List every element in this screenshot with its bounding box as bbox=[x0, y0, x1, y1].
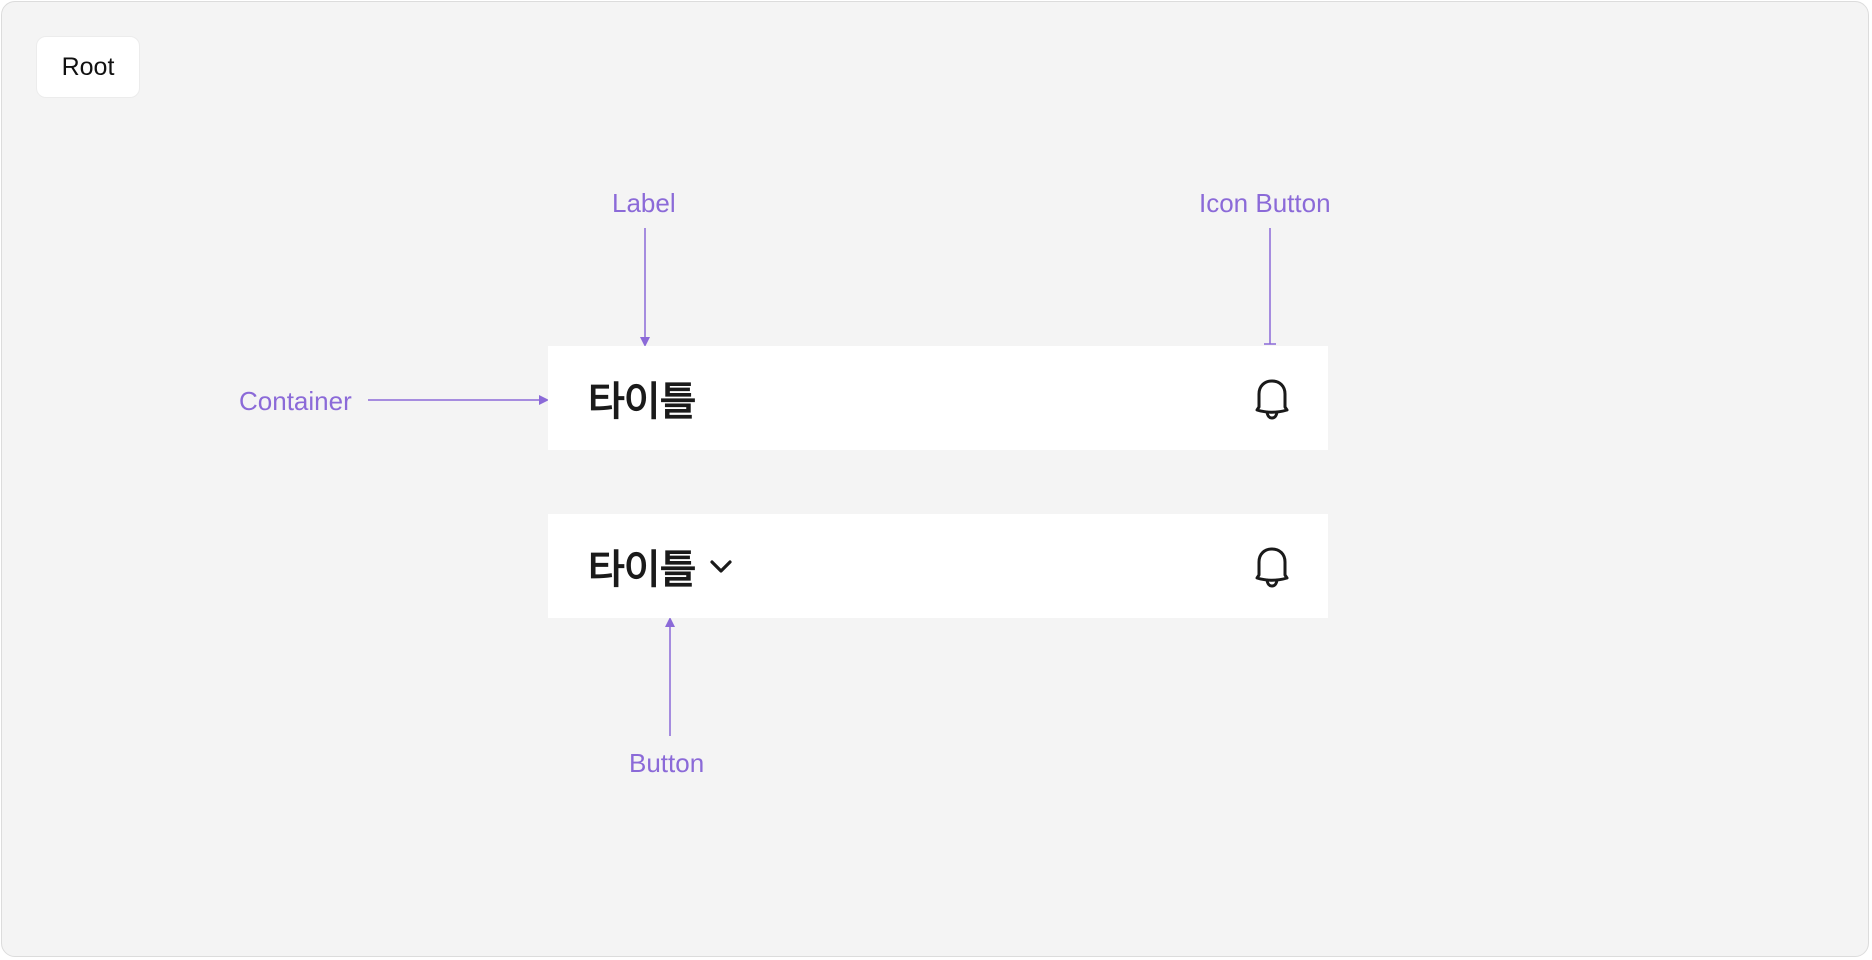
title-label-group: 타이틀 bbox=[588, 346, 696, 450]
bell-icon[interactable] bbox=[1250, 544, 1294, 590]
annotation-container: Container bbox=[239, 386, 352, 416]
root-label: Root bbox=[36, 36, 140, 98]
title-dropdown-button[interactable]: 타이틀 bbox=[588, 514, 735, 618]
title-button-label: 타이틀 bbox=[588, 547, 696, 593]
chevron-down-icon bbox=[707, 554, 735, 578]
top-app-bar-container-dropdown: 타이틀 bbox=[548, 514, 1328, 618]
top-app-bar-container: 타이틀 bbox=[548, 346, 1328, 450]
title-label: 타이틀 bbox=[588, 379, 696, 425]
annotation-icon-button: Icon Button bbox=[1199, 188, 1331, 218]
bell-icon[interactable] bbox=[1250, 376, 1294, 422]
annotation-label: Label bbox=[612, 188, 676, 218]
annotation-button: Button bbox=[629, 748, 705, 778]
